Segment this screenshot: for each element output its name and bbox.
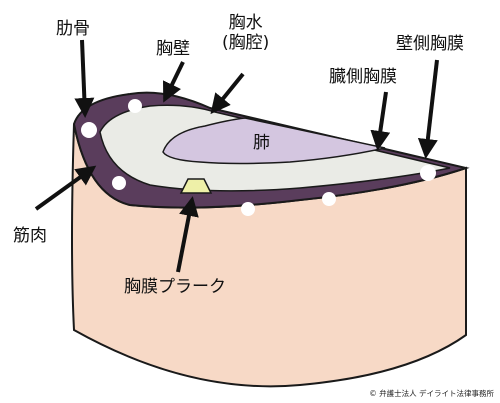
arrow-muscle <box>34 165 97 211</box>
ribs <box>81 99 436 216</box>
label-parietal-pleura: 壁側胸膜 <box>396 34 464 54</box>
arrow-rib <box>74 39 95 118</box>
label-muscle: 筋肉 <box>13 226 47 246</box>
rib <box>81 122 97 138</box>
rib <box>241 202 255 216</box>
copyright-notice: © 弁護士法人 デイライト法律事務所 <box>369 389 494 398</box>
rib <box>420 165 436 181</box>
rib <box>128 99 142 113</box>
label-pleural-fluid: 胸水 (胸腔) <box>222 13 270 53</box>
label-chest-wall: 胸壁 <box>156 39 190 59</box>
label-lung: 肺 <box>253 133 270 153</box>
rib <box>112 176 126 190</box>
label-pleural-fluid-main: 胸水 <box>228 13 263 33</box>
label-visceral-pleura: 臓側胸膜 <box>329 67 397 87</box>
arrow-visceral-pleura <box>370 91 391 151</box>
lung <box>162 117 386 165</box>
pleural-plaque <box>179 178 213 194</box>
label-pleural-cavity: (胸腔) <box>222 32 270 53</box>
label-rib: 肋骨 <box>56 19 90 39</box>
label-pleural-plaque: 胸膜プラーク <box>124 277 226 297</box>
pointer-arrows <box>34 39 439 273</box>
arrow-pleural-plaque <box>176 196 199 273</box>
arrow-parietal-pleura <box>417 59 439 159</box>
arrow-pleural-fluid <box>210 72 245 115</box>
rib <box>322 192 336 206</box>
arrow-chest-wall <box>163 61 185 103</box>
